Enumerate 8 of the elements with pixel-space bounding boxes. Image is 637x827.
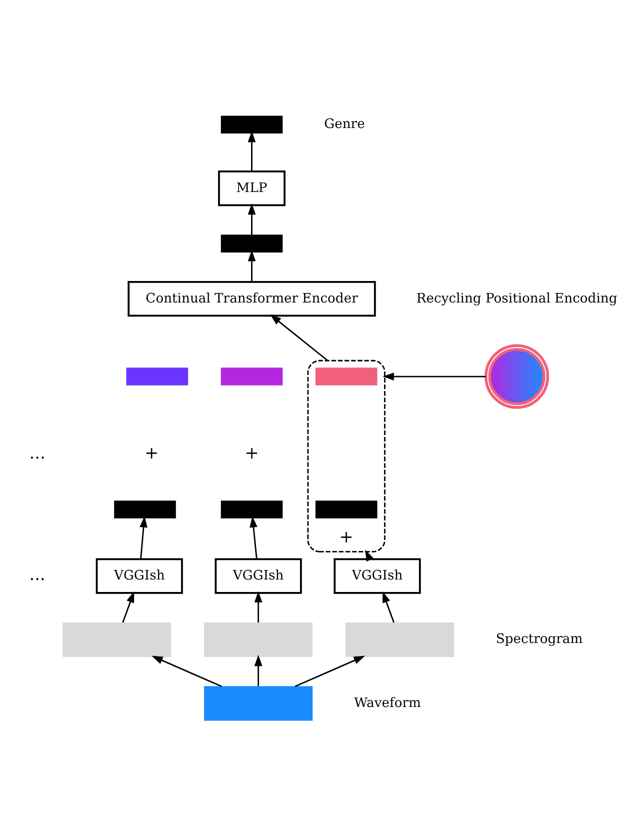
node-label: Recycling Positional Encoding	[416, 290, 618, 306]
label: ...	[29, 564, 46, 584]
node-label: Genre	[324, 116, 365, 132]
node-label: Spectrogram	[496, 632, 583, 647]
label: +	[244, 442, 259, 462]
node-label: Waveform	[354, 695, 421, 710]
label: ...	[29, 442, 46, 462]
label: +	[144, 442, 159, 462]
